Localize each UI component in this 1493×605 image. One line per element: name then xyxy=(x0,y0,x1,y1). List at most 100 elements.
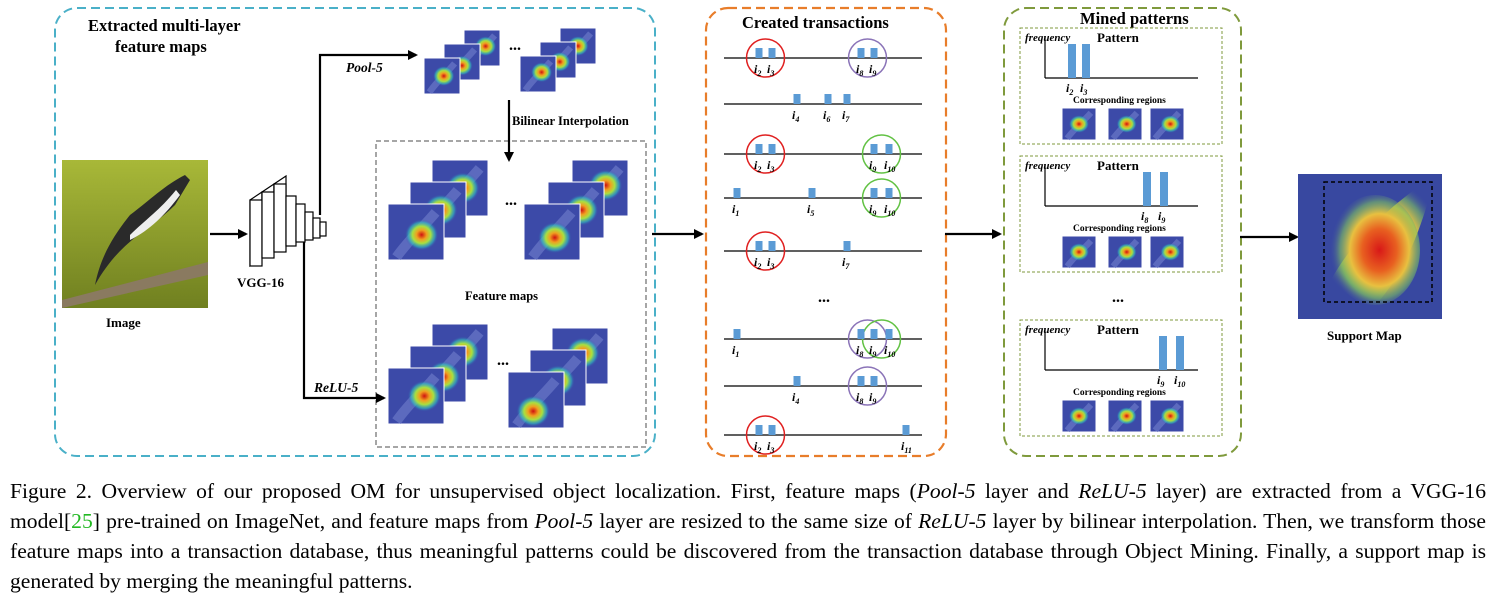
heatmap-tile xyxy=(387,203,445,261)
item-label: i9 xyxy=(869,62,876,78)
frequency-label: frequency xyxy=(1025,32,1070,44)
regions-label: Corresponding regions xyxy=(1073,224,1166,234)
item-bar xyxy=(843,241,851,251)
region-thumbnail xyxy=(1149,235,1185,269)
item-label: i2 xyxy=(754,255,761,271)
support-map-label: Support Map xyxy=(1327,328,1402,343)
item-bar xyxy=(755,48,763,58)
item-label: i9 xyxy=(869,202,876,218)
region-thumbnail xyxy=(1149,399,1185,433)
pattern-panel-border xyxy=(1019,155,1223,273)
item-bar xyxy=(768,48,776,58)
regions-label: Corresponding regions xyxy=(1073,96,1166,106)
frequency-label: frequency xyxy=(1025,160,1070,172)
item-label: i9 xyxy=(869,390,876,406)
item-bar xyxy=(824,94,832,104)
item-bar xyxy=(793,376,801,386)
heatmap-tile xyxy=(523,203,581,261)
item-bar xyxy=(768,425,776,435)
bilinear-label: Bilinear Interpolation xyxy=(512,114,629,128)
item-bar xyxy=(870,48,878,58)
region-thumbnail xyxy=(1061,107,1097,141)
item-label: i3 xyxy=(767,255,774,271)
pattern-title: Pattern xyxy=(1097,30,1140,45)
item-bar xyxy=(755,241,763,251)
vgg-label: VGG-16 xyxy=(237,275,284,290)
region-thumbnail xyxy=(1107,235,1143,269)
heatmap-tile xyxy=(507,371,565,429)
feature-maps-label: Feature maps xyxy=(465,289,538,303)
relu5-label: ReLU-5 xyxy=(313,380,358,395)
pattern-item-label: i3 xyxy=(1080,81,1087,97)
item-label: i10 xyxy=(884,202,895,218)
item-label: i3 xyxy=(767,158,774,174)
fm-ellipsis-bottom: ... xyxy=(497,352,509,369)
item-label: i10 xyxy=(884,343,895,359)
pattern-bar xyxy=(1160,172,1168,206)
region-thumbnail xyxy=(1061,235,1097,269)
pattern-ellipsis: ... xyxy=(1112,289,1124,306)
item-label: i1 xyxy=(732,343,739,359)
item-label: i2 xyxy=(754,158,761,174)
citation-link[interactable]: 25 xyxy=(71,509,93,533)
item-label: i7 xyxy=(842,255,850,271)
item-label: i9 xyxy=(869,158,876,174)
item-label: i7 xyxy=(842,108,850,124)
heatmap-tile xyxy=(387,367,445,425)
transactions-title: Created transactions xyxy=(742,13,889,32)
pattern-bar xyxy=(1159,336,1167,370)
pattern-item-label: i9 xyxy=(1158,209,1165,225)
tx-ellipsis: ... xyxy=(818,289,830,306)
item-bar xyxy=(808,188,816,198)
pattern-item-label: i9 xyxy=(1157,373,1164,389)
pattern-circle xyxy=(745,134,786,174)
feature-map-stacks xyxy=(387,159,629,429)
item-label: i10 xyxy=(884,158,895,174)
item-bar xyxy=(733,329,741,339)
item-label: i8 xyxy=(856,390,863,406)
item-bar xyxy=(885,144,893,154)
frequency-label: frequency xyxy=(1025,324,1070,336)
pattern-bar xyxy=(1068,44,1076,78)
item-bar xyxy=(768,241,776,251)
pattern-bar xyxy=(1176,336,1184,370)
item-label: i3 xyxy=(767,62,774,78)
item-label: i9 xyxy=(869,343,876,359)
extract-section-box xyxy=(54,7,656,457)
item-bar xyxy=(857,48,865,58)
transaction-row: i2 i3 i7 xyxy=(724,231,922,271)
pool5-label: Pool-5 xyxy=(346,60,383,75)
pattern-circle xyxy=(847,366,888,406)
vgg16-network xyxy=(249,174,327,268)
patterns-title: Mined patterns xyxy=(1080,9,1189,28)
pattern-bar xyxy=(1082,44,1090,78)
figure-caption: Figure 2. Overview of our proposed OM fo… xyxy=(10,479,1486,593)
item-label: i2 xyxy=(754,439,761,455)
item-bar xyxy=(902,425,910,435)
pattern-title: Pattern xyxy=(1097,322,1140,337)
regions-label: Corresponding regions xyxy=(1073,388,1166,398)
pattern-circle xyxy=(745,415,786,455)
item-label: i5 xyxy=(807,202,814,218)
pattern-item-label: i2 xyxy=(1066,81,1073,97)
pattern-circle xyxy=(745,38,786,78)
patterns-section-box xyxy=(1003,7,1242,457)
extract-title-line1: Extracted multi-layer xyxy=(88,16,241,35)
region-thumbnail xyxy=(1107,107,1143,141)
pool5-maps xyxy=(423,27,597,95)
pattern-circle xyxy=(745,231,786,271)
item-bar xyxy=(870,376,878,386)
extract-title-line2: feature maps xyxy=(115,37,207,56)
region-thumbnail xyxy=(1149,107,1185,141)
region-thumbnail xyxy=(1107,399,1143,433)
item-label: i8 xyxy=(856,62,863,78)
region-thumbnail xyxy=(1061,399,1097,433)
